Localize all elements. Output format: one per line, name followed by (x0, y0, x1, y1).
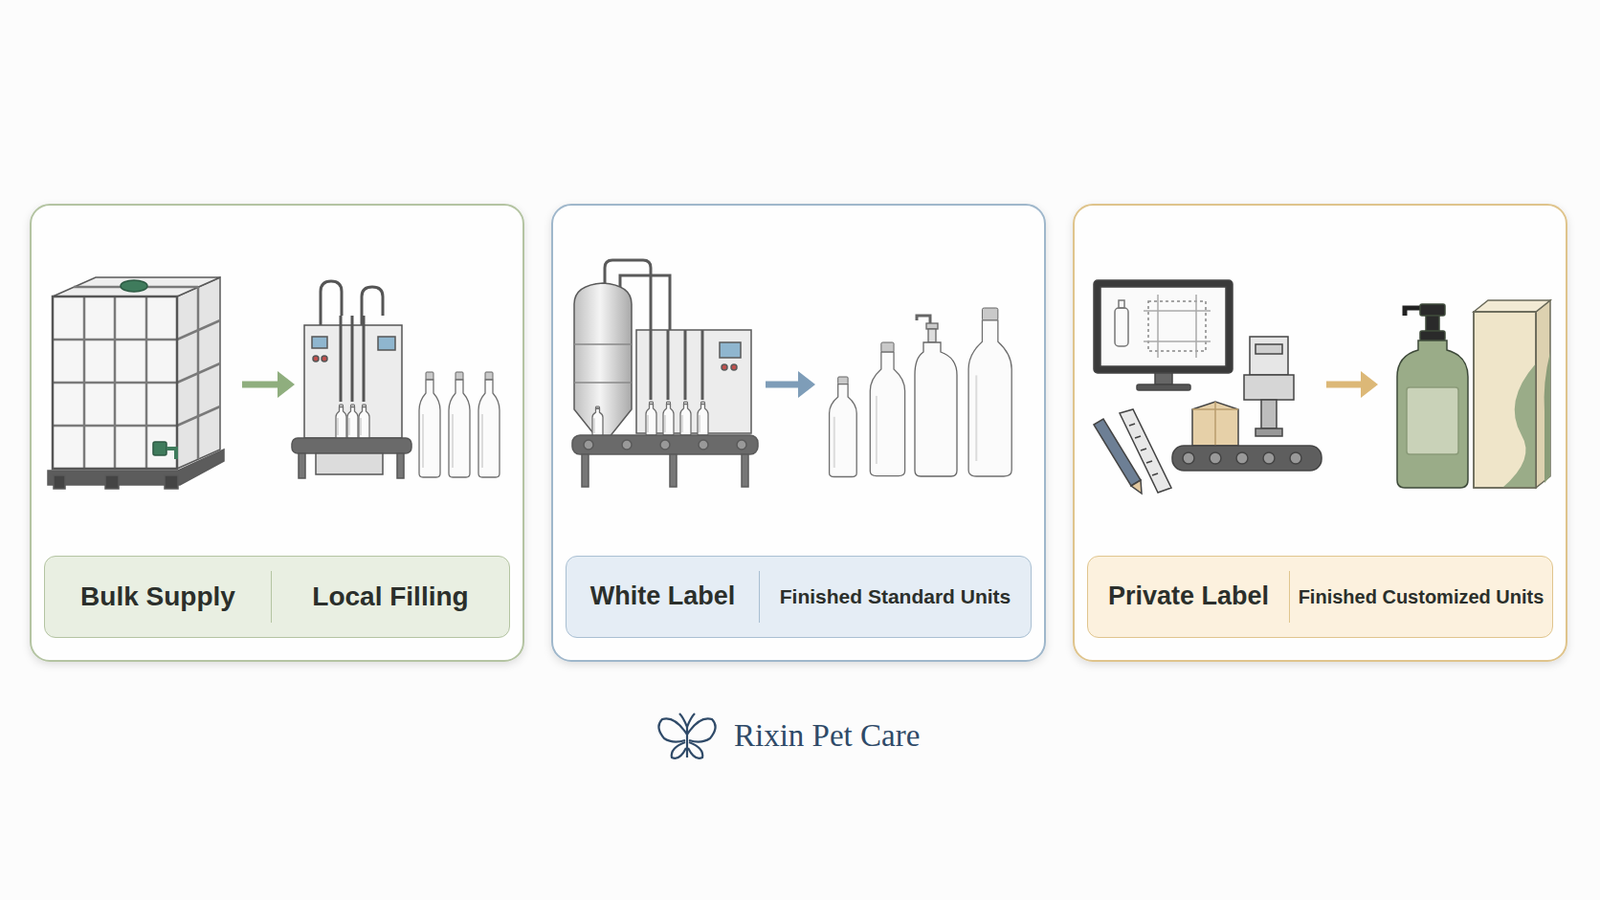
pencil-ruler (1093, 409, 1172, 494)
packing-line (1172, 336, 1322, 471)
bottle-group (829, 308, 1013, 478)
band-title: Private Label (1088, 571, 1290, 623)
band-subtitle: Finished Standard Units (759, 556, 1031, 638)
bottle-group (419, 372, 500, 478)
band-subtitle: Local Filling (271, 556, 510, 638)
label-band: Bulk SupplyLocal Filling (44, 555, 511, 639)
custom-box (1473, 300, 1551, 489)
card-frames (30, 204, 1567, 662)
custom-pump-bottle (1397, 304, 1468, 489)
brand-name: Rixin Pet Care (733, 718, 920, 755)
label-band: White LabelFinished Standard Units (565, 555, 1032, 639)
flow-arrow (1326, 371, 1378, 399)
band-title: White Label (566, 571, 760, 623)
ibc-tote (47, 277, 224, 489)
butterfly-logo (658, 713, 715, 759)
design-monitor (1093, 280, 1233, 391)
label-band: Private LabelFinished Customized Units (1087, 555, 1554, 639)
flow-arrow (765, 371, 816, 399)
filling-machine (291, 281, 412, 479)
tank-filling-line (572, 260, 758, 488)
band-title: Bulk Supply (44, 571, 272, 623)
band-subtitle: Finished Customized Units (1289, 556, 1553, 638)
flow-arrow (242, 371, 295, 399)
